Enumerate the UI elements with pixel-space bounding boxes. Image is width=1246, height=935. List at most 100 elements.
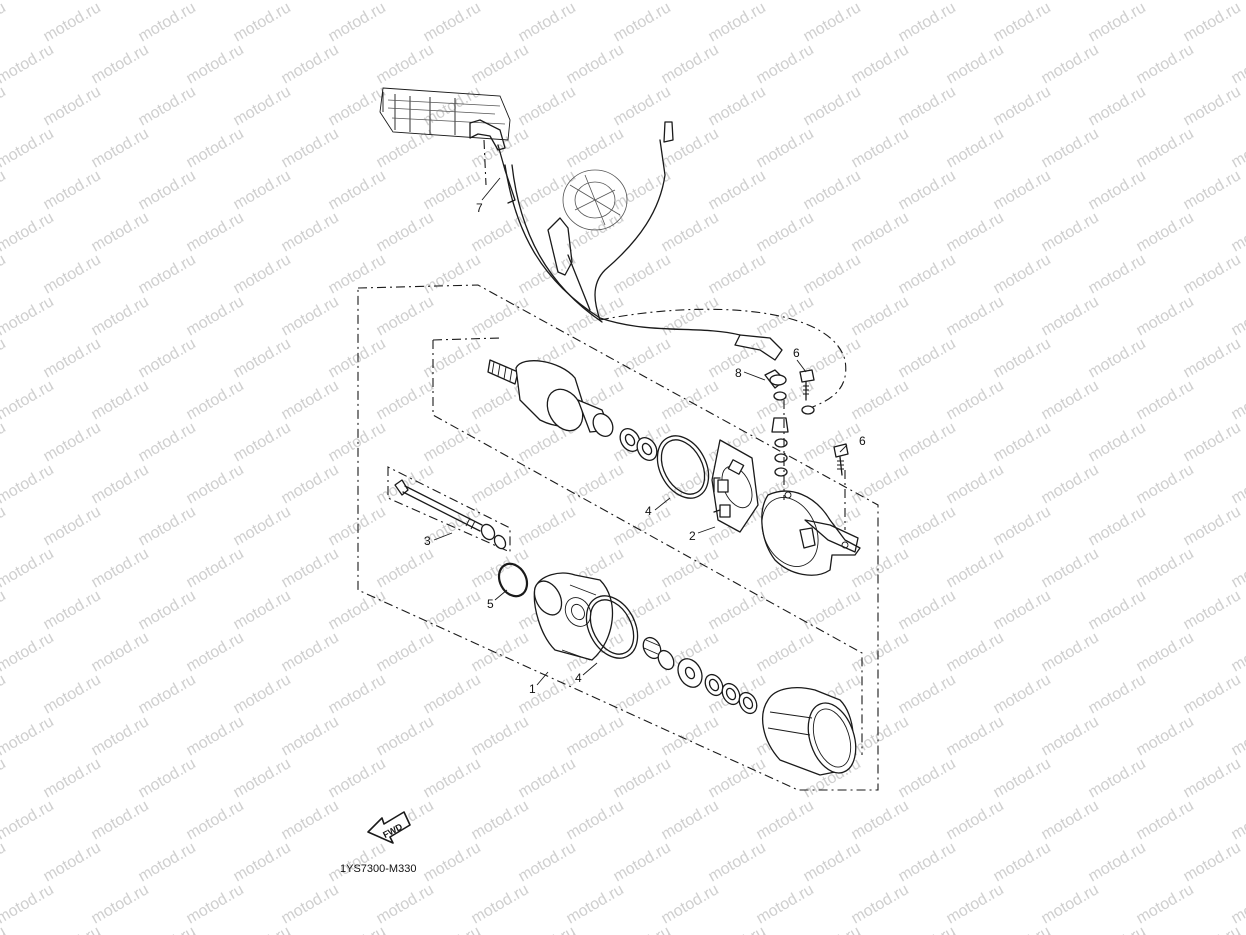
watermark-text: motod.ru	[849, 545, 912, 591]
watermark-text: motod.ru	[849, 209, 912, 255]
watermark-text: motod.ru	[991, 335, 1054, 381]
watermark-text: motod.ru	[1229, 293, 1246, 339]
watermark-text: motod.ru	[184, 461, 247, 507]
watermark-text: motod.ru	[849, 713, 912, 759]
watermark-text: motod.ru	[564, 209, 627, 255]
watermark-text: motod.ru	[1181, 335, 1244, 381]
watermark-text: motod.ru	[0, 125, 57, 171]
watermark-text: motod.ru	[89, 461, 152, 507]
watermark-text: motod.ru	[1229, 713, 1246, 759]
watermark-text: motod.ru	[896, 419, 959, 465]
watermark-text: motod.ru	[41, 251, 104, 297]
watermark-text: motod.ru	[231, 503, 294, 549]
watermark-text: motod.ru	[374, 0, 437, 3]
watermark-text: motod.ru	[659, 377, 722, 423]
watermark-text: motod.ru	[991, 167, 1054, 213]
watermark-text: motod.ru	[89, 0, 152, 3]
watermark-text: motod.ru	[0, 251, 9, 297]
watermark-text: motod.ru	[944, 713, 1007, 759]
watermark-text: motod.ru	[659, 209, 722, 255]
watermark-text: motod.ru	[801, 587, 864, 633]
watermark-text: motod.ru	[801, 83, 864, 129]
watermark-text: motod.ru	[184, 0, 247, 3]
watermark-text: motod.ru	[326, 419, 389, 465]
watermark-text: motod.ru	[1229, 797, 1246, 843]
watermark-text: motod.ru	[1134, 41, 1197, 87]
watermark-text: motod.ru	[136, 335, 199, 381]
watermark-text: motod.ru	[0, 839, 9, 885]
watermark-text: motod.ru	[896, 251, 959, 297]
watermark-text: motod.ru	[564, 41, 627, 87]
terminal-stack	[764, 369, 846, 530]
watermark-text: motod.ru	[0, 671, 9, 717]
watermark-text: motod.ru	[1134, 209, 1197, 255]
through-bolt	[394, 479, 507, 550]
watermark-text: motod.ru	[279, 545, 342, 591]
yoke-housing	[762, 687, 857, 776]
watermark-text: motod.ru	[279, 629, 342, 675]
watermark-text: motod.ru	[0, 0, 9, 45]
watermark-text: motod.ru	[754, 797, 817, 843]
watermark-text: motod.ru	[1039, 629, 1102, 675]
watermark-text: motod.ru	[231, 335, 294, 381]
armature	[487, 359, 614, 437]
watermark-text: motod.ru	[1039, 125, 1102, 171]
watermark-text: motod.ru	[1086, 755, 1149, 801]
watermark-text: motod.ru	[0, 797, 57, 843]
watermark-text: motod.ru	[1039, 713, 1102, 759]
watermark-text: motod.ru	[896, 0, 959, 45]
watermark-text: motod.ru	[659, 125, 722, 171]
watermark-text: motod.ru	[659, 0, 722, 3]
watermark-text: motod.ru	[89, 125, 152, 171]
watermark-text: motod.ru	[516, 167, 579, 213]
watermark-text: motod.ru	[421, 839, 484, 885]
watermark-text: motod.ru	[326, 0, 389, 45]
o-ring-small	[497, 562, 529, 598]
watermark-text: motod.ru	[801, 419, 864, 465]
watermark-text: motod.ru	[41, 83, 104, 129]
callout-4-lower: 4	[575, 671, 582, 685]
watermark-text: motod.ru	[136, 83, 199, 129]
callout-7: 7	[476, 201, 483, 215]
watermark-text: motod.ru	[1039, 881, 1102, 927]
watermark-text: motod.ru	[469, 797, 532, 843]
watermark-text: motod.ru	[279, 293, 342, 339]
watermark-text: motod.ru	[1181, 419, 1244, 465]
watermark-text: motod.ru	[991, 419, 1054, 465]
watermark-text: motod.ru	[1086, 839, 1149, 885]
watermark-text: motod.ru	[89, 377, 152, 423]
watermark-text: motod.ru	[0, 0, 57, 3]
watermark-text: motod.ru	[184, 41, 247, 87]
watermark-text: motod.ru	[136, 0, 199, 45]
watermark-text: motod.ru	[1181, 923, 1244, 935]
watermark-text: motod.ru	[516, 839, 579, 885]
watermark-text: motod.ru	[754, 881, 817, 927]
wiring-harness	[504, 121, 847, 409]
watermark-text: motod.ru	[1134, 881, 1197, 927]
armature-group-boundary	[432, 337, 863, 755]
watermark-text: motod.ru	[0, 167, 9, 213]
watermark-text: motod.ru	[89, 797, 152, 843]
watermark-text: motod.ru	[1086, 923, 1149, 935]
watermark-text: motod.ru	[1086, 671, 1149, 717]
watermark-text: motod.ru	[564, 125, 627, 171]
watermark-text: motod.ru	[611, 83, 674, 129]
watermark-text: motod.ru	[1039, 797, 1102, 843]
bolt-group-boundary	[387, 466, 511, 553]
watermark-text: motod.ru	[1134, 797, 1197, 843]
watermark-text: motod.ru	[41, 839, 104, 885]
watermark-text: motod.ru	[469, 629, 532, 675]
watermark-text: motod.ru	[1134, 461, 1197, 507]
watermark-text: motod.ru	[706, 839, 769, 885]
watermark-text: motod.ru	[279, 125, 342, 171]
watermark-text: motod.ru	[1039, 461, 1102, 507]
bolt-upper	[799, 369, 815, 415]
callout-5: 5	[487, 597, 494, 611]
watermark-text: motod.ru	[754, 41, 817, 87]
watermark-text: motod.ru	[1134, 125, 1197, 171]
watermark-text: motod.ru	[849, 0, 912, 3]
watermark-text: motod.ru	[1229, 41, 1246, 87]
watermark-text: motod.ru	[374, 125, 437, 171]
watermark-text: motod.ru	[944, 461, 1007, 507]
